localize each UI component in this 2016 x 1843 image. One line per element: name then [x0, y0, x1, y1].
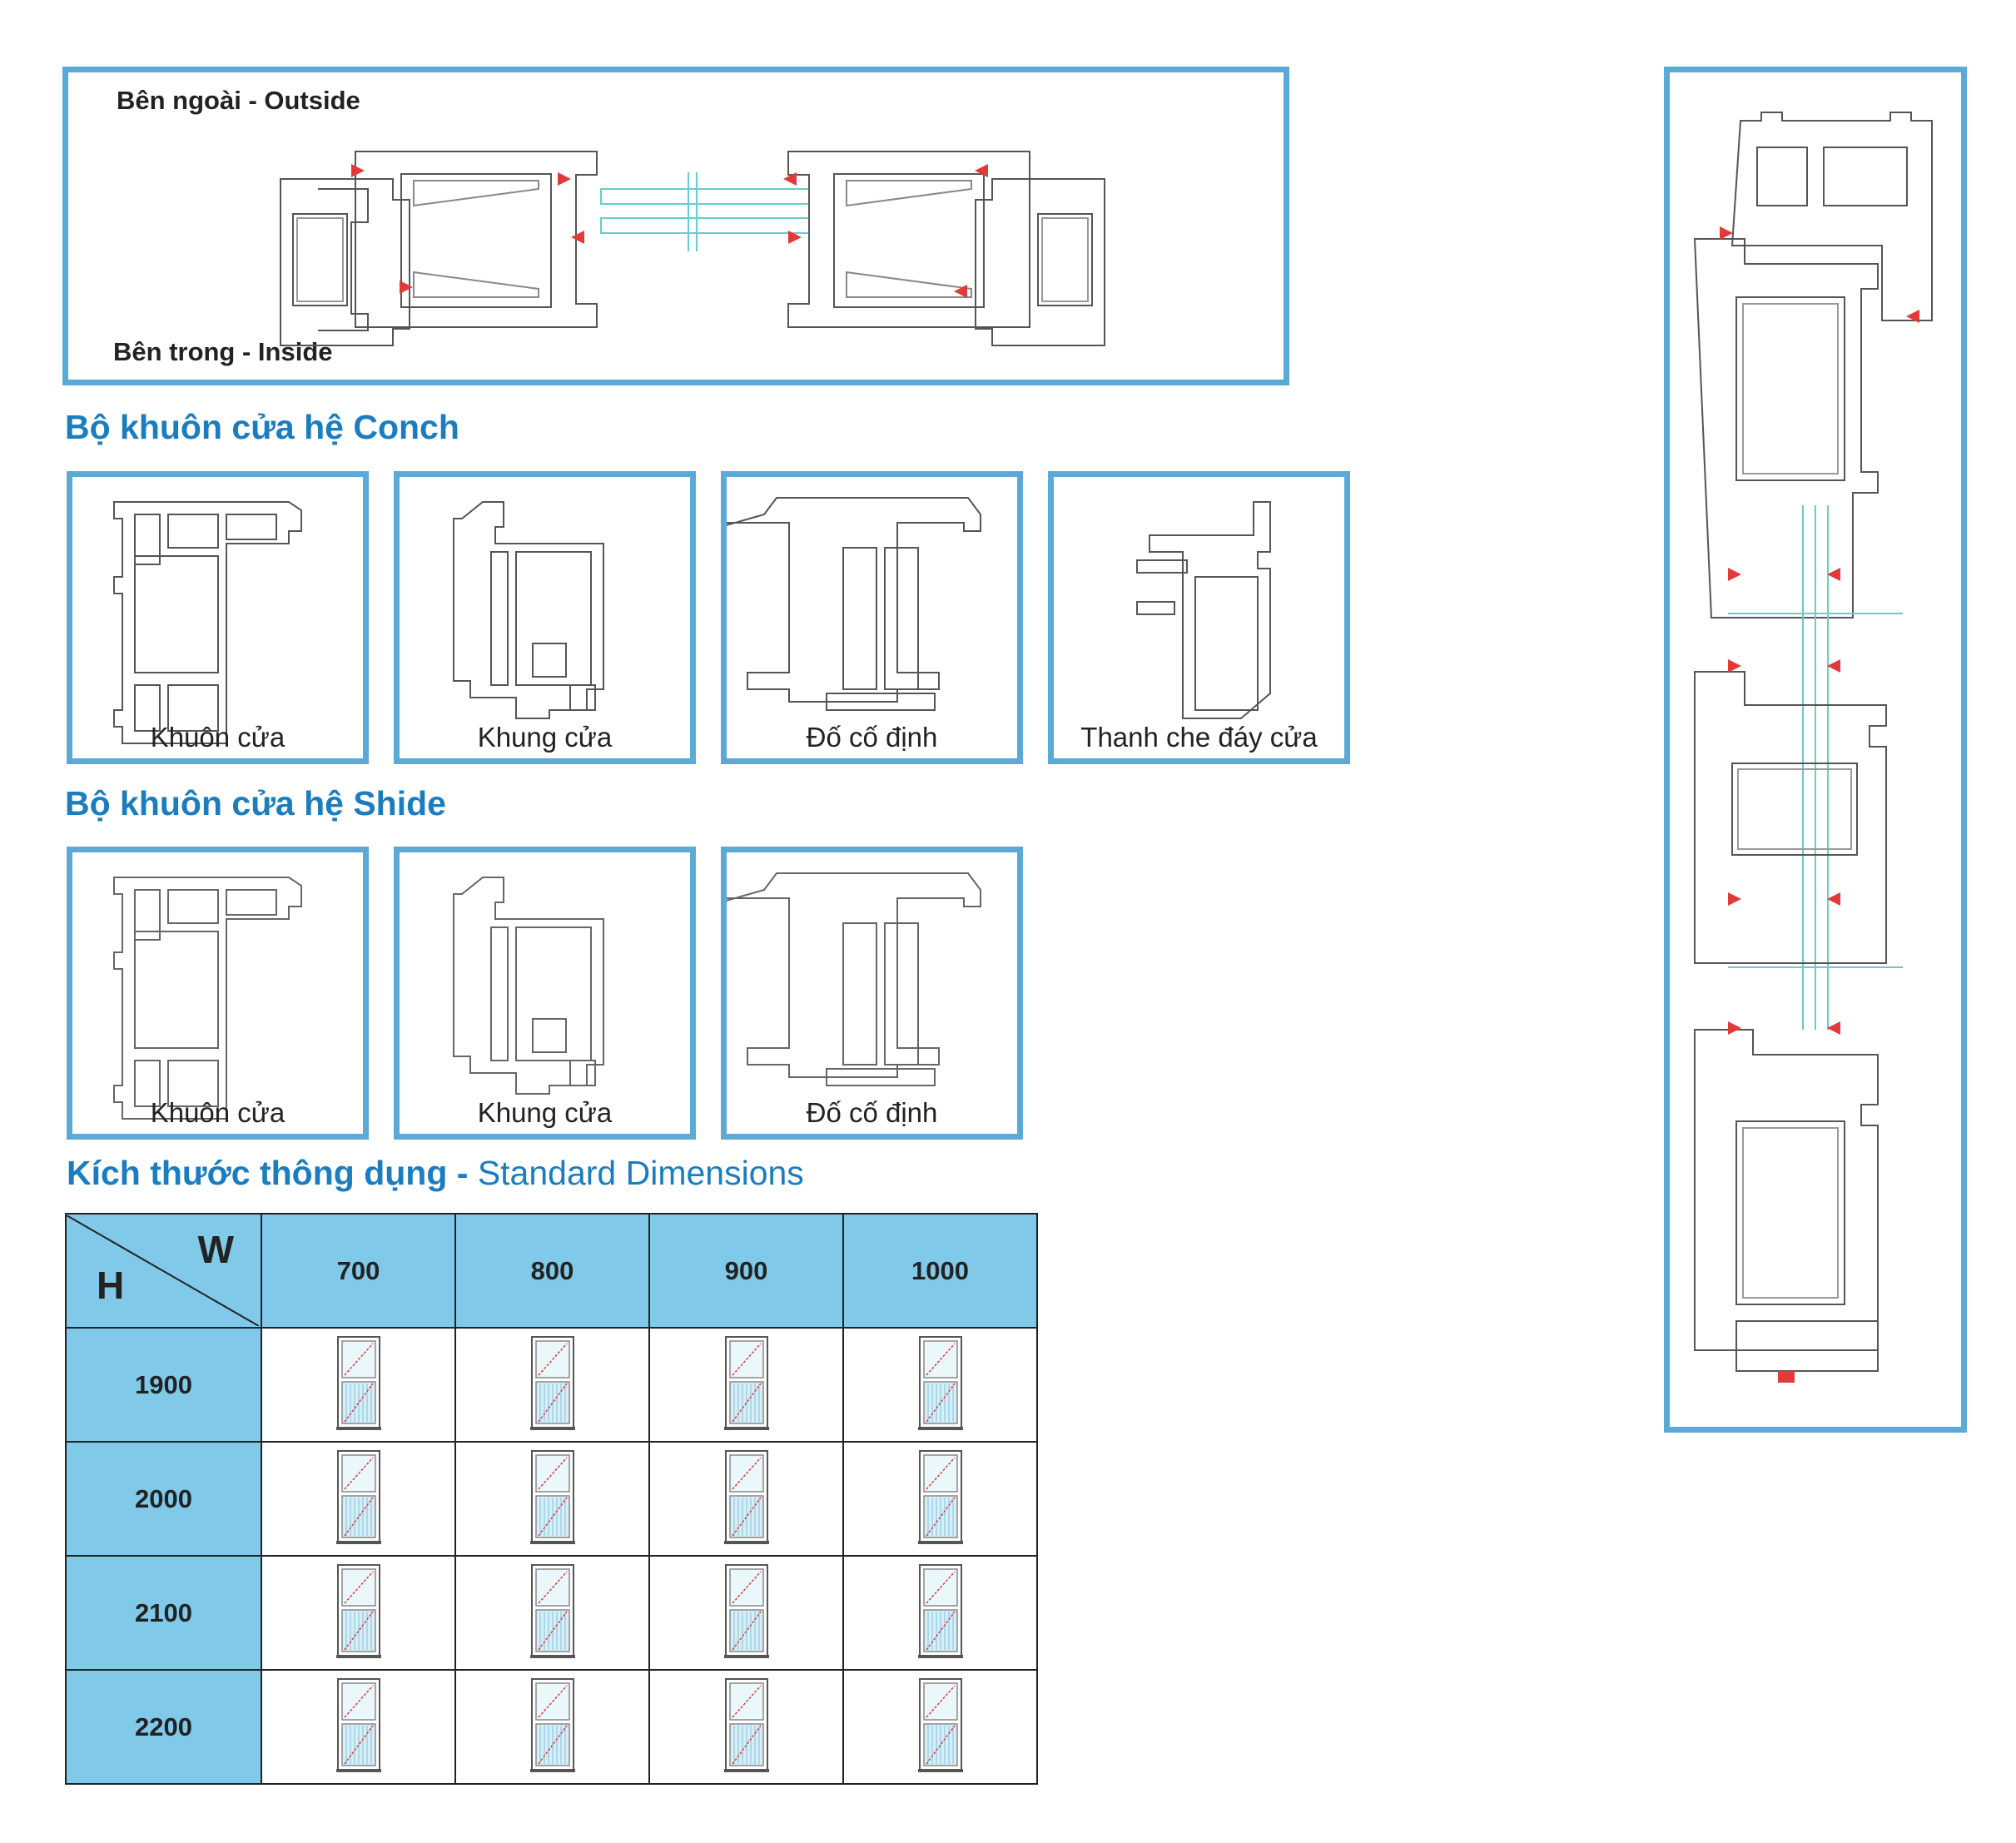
window-icon	[335, 1335, 381, 1430]
vertical-section-drawing	[1693, 112, 1933, 1383]
vertical-section-frame	[1664, 67, 1967, 1433]
dimensions-row: 2200	[65, 1669, 1038, 1785]
window-icon	[529, 1449, 575, 1544]
shide-khung-cua-profile	[453, 877, 604, 1095]
window-icon	[723, 1563, 769, 1658]
width-header: 900	[648, 1213, 844, 1329]
width-header: 800	[454, 1213, 650, 1329]
dimensions-heading-vi: Kích thước thông dụng -	[67, 1154, 478, 1192]
corner-h-label: H	[97, 1264, 125, 1307]
window-icon	[335, 1677, 381, 1772]
window-cell	[842, 1327, 1038, 1443]
shide-do-co-dinh-profile	[727, 872, 981, 1086]
window-cell	[648, 1327, 844, 1443]
conch-card-khung-cua: Khung cửa	[394, 471, 696, 764]
window-icon	[529, 1677, 575, 1772]
window-cell	[261, 1441, 456, 1557]
corner-diagonal	[67, 1215, 259, 1326]
dimensions-header-row: W H 700 800 900 1000	[65, 1213, 1038, 1329]
conch-thanh-che-label: Thanh che đáy cửa	[1080, 722, 1318, 753]
conch-do-co-dinh-profile	[727, 497, 981, 711]
shide-heading: Bộ khuôn cửa hệ Shide	[65, 784, 446, 822]
shide-khung-cua-label: Khung cửa	[477, 1097, 613, 1128]
window-cell	[842, 1555, 1038, 1671]
width-header: 1000	[842, 1213, 1038, 1329]
height-header: 2000	[65, 1441, 262, 1557]
window-icon	[917, 1335, 963, 1430]
dimensions-heading: Kích thước thông dụng - Standard Dimensi…	[67, 1154, 804, 1193]
window-icon	[917, 1449, 963, 1544]
inside-label: Bên trong - Inside	[113, 337, 333, 366]
dimensions-heading-en: Standard Dimensions	[477, 1154, 804, 1192]
window-cell	[454, 1555, 650, 1671]
shide-khuon-cua-profile	[113, 877, 302, 1120]
conch-khung-cua-label: Khung cửa	[477, 722, 613, 753]
dimensions-row: 1900	[65, 1327, 1038, 1443]
window-icon	[723, 1677, 769, 1772]
outside-label: Bên ngoài - Outside	[117, 86, 360, 115]
dimensions-table: W H 700 800 900 1000 1900	[65, 1213, 1038, 1785]
conch-card-khuon-cua: Khuôn cửa	[67, 471, 369, 764]
horizontal-section-drawing	[280, 151, 1105, 346]
conch-do-co-dinh-label: Đố cố định	[806, 722, 938, 753]
conch-heading: Bộ khuôn cửa hệ Conch	[65, 408, 459, 446]
width-header: 700	[261, 1213, 456, 1329]
window-cell	[261, 1327, 456, 1443]
window-cell	[648, 1555, 844, 1671]
window-icon	[335, 1449, 381, 1544]
conch-khung-cua-profile	[453, 501, 604, 719]
corner-w-label: W	[197, 1228, 234, 1271]
conch-card-thanh-che-day-cua: Thanh che đáy cửa	[1048, 471, 1350, 764]
height-header: 2100	[65, 1555, 262, 1671]
shide-khuon-cua-label: Khuôn cửa	[150, 1097, 286, 1128]
window-icon	[335, 1563, 381, 1658]
window-icon	[529, 1335, 575, 1430]
shide-card-khung-cua: Khung cửa	[394, 847, 696, 1140]
height-header: 2200	[65, 1669, 262, 1785]
window-cell	[648, 1441, 844, 1557]
conch-khuon-cua-profile	[113, 501, 302, 744]
window-cell	[648, 1669, 844, 1785]
corner-cell: W H	[65, 1213, 262, 1329]
window-icon	[917, 1563, 963, 1658]
shide-card-khuon-cua: Khuôn cửa	[67, 847, 369, 1140]
window-cell	[261, 1555, 456, 1671]
shide-card-do-co-dinh: Đố cố định	[721, 847, 1023, 1140]
dimensions-row: 2000	[65, 1441, 1038, 1557]
window-cell	[261, 1669, 456, 1785]
dimensions-row: 2100	[65, 1555, 1038, 1671]
window-icon	[529, 1563, 575, 1658]
horizontal-section-frame: Bên ngoài - Outside Bên trong - Inside	[62, 67, 1289, 385]
window-cell	[454, 1669, 650, 1785]
window-cell	[454, 1441, 650, 1557]
window-cell	[842, 1441, 1038, 1557]
window-icon	[917, 1677, 963, 1772]
conch-thanh-che-profile	[1136, 501, 1271, 719]
window-cell	[842, 1669, 1038, 1785]
window-cell	[454, 1327, 650, 1443]
conch-khuon-cua-label: Khuôn cửa	[150, 722, 286, 753]
shide-do-co-dinh-label: Đố cố định	[806, 1097, 938, 1128]
height-header: 1900	[65, 1327, 262, 1443]
conch-card-do-co-dinh: Đố cố định	[721, 471, 1023, 764]
window-icon	[723, 1449, 769, 1544]
window-icon	[723, 1335, 769, 1430]
